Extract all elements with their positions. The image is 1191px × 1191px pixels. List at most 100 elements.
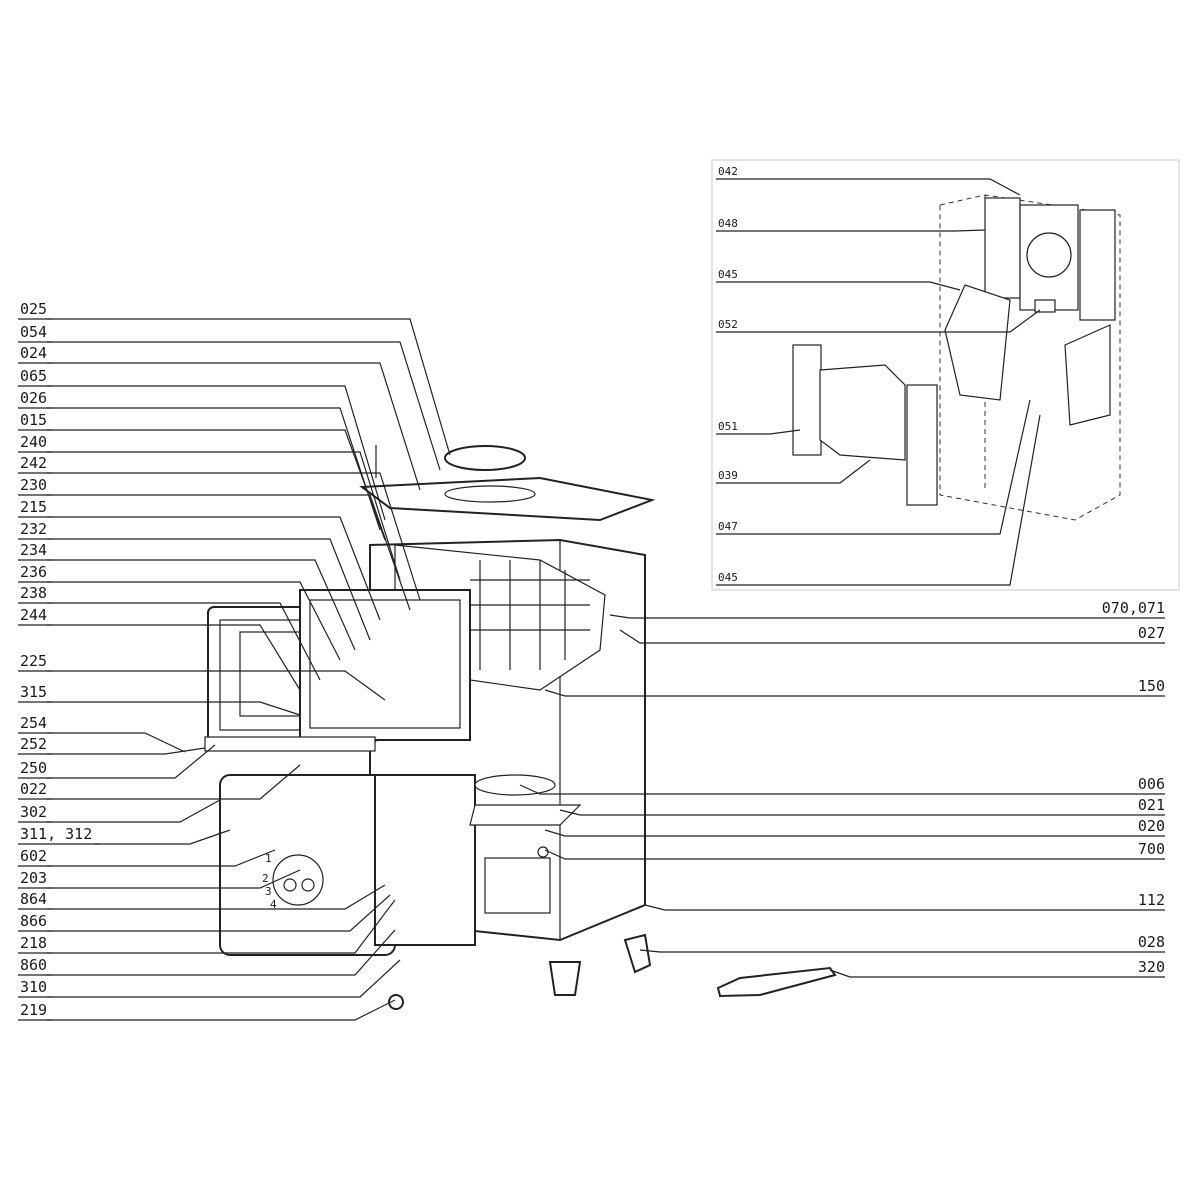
part-label-315: 315 bbox=[18, 683, 301, 716]
part-label-021: 021 bbox=[559, 796, 1165, 816]
leader-line bbox=[46, 516, 381, 621]
leader-line bbox=[46, 559, 356, 651]
part-number: 025 bbox=[20, 300, 47, 318]
leader-line bbox=[46, 341, 441, 471]
part-label-252: 252 bbox=[18, 735, 206, 755]
foot bbox=[548, 961, 582, 996]
part-number: 045 bbox=[718, 268, 738, 281]
part-label-302: 302 bbox=[18, 799, 221, 823]
part-label-022: 022 bbox=[18, 764, 301, 800]
part-number: 240 bbox=[20, 433, 47, 451]
part-label-045: 045 bbox=[716, 414, 1041, 586]
part-label-042: 042 bbox=[716, 165, 1021, 196]
part-number: 310 bbox=[20, 978, 47, 996]
part-label-150: 150 bbox=[544, 677, 1165, 697]
part-label-230: 230 bbox=[18, 476, 411, 611]
part-number: 315 bbox=[20, 683, 47, 701]
lever-handle bbox=[716, 966, 837, 998]
leader-line bbox=[46, 732, 186, 753]
leader-line bbox=[46, 894, 391, 932]
bracket bbox=[623, 933, 652, 974]
leader-line bbox=[46, 929, 396, 976]
leader-line bbox=[46, 999, 396, 1021]
part-label-254: 254 bbox=[18, 714, 186, 753]
leader-line bbox=[46, 884, 386, 910]
part-label-236: 236 bbox=[18, 563, 341, 661]
leader-line bbox=[609, 614, 1165, 619]
part-number: 027 bbox=[1138, 624, 1165, 642]
part-number: 065 bbox=[20, 367, 47, 385]
part-number: 218 bbox=[20, 934, 47, 952]
part-number: 230 bbox=[20, 476, 47, 494]
part-number: 042 bbox=[718, 165, 738, 178]
part-label-244: 244 bbox=[18, 606, 301, 691]
part-number: 302 bbox=[20, 803, 47, 821]
part-label-250: 250 bbox=[18, 744, 216, 779]
flue-cap bbox=[444, 445, 526, 471]
part-label-028: 028 bbox=[639, 933, 1165, 953]
leader-line bbox=[619, 629, 1165, 644]
part-number: 602 bbox=[20, 847, 47, 865]
part-label-052: 052 bbox=[716, 309, 1041, 333]
leader-line bbox=[716, 414, 1041, 586]
leader-line bbox=[46, 899, 396, 954]
part-number: 320 bbox=[1138, 958, 1165, 976]
leader-line bbox=[46, 670, 386, 701]
leader-line bbox=[716, 459, 871, 484]
part-label-026: 026 bbox=[18, 389, 381, 531]
leader-line bbox=[46, 385, 386, 521]
leader-line bbox=[46, 494, 411, 611]
leader-line bbox=[46, 764, 301, 800]
part-label-048: 048 bbox=[716, 217, 986, 232]
leader-line bbox=[46, 472, 421, 601]
leader-line bbox=[94, 829, 231, 845]
part-label-112: 112 bbox=[644, 891, 1165, 911]
knob bbox=[388, 994, 404, 1010]
leader-line bbox=[544, 829, 1165, 837]
leader-line bbox=[559, 809, 1165, 816]
part-label-020: 020 bbox=[544, 817, 1165, 837]
part-number: 028 bbox=[1138, 933, 1165, 951]
part-number: 252 bbox=[20, 735, 47, 753]
grate-plate bbox=[469, 804, 582, 826]
leader-line bbox=[544, 849, 1165, 860]
part-label-051: 051 bbox=[716, 420, 801, 435]
stove-parts bbox=[204, 159, 1180, 1010]
leader-line bbox=[46, 744, 216, 779]
part-number: 250 bbox=[20, 759, 47, 777]
part-number: 866 bbox=[20, 912, 47, 930]
leader-line bbox=[46, 701, 301, 716]
leader-line bbox=[46, 538, 371, 641]
dial-mark: 3 bbox=[265, 885, 272, 898]
part-label-070-071: 070,071 bbox=[609, 599, 1165, 619]
part-number: 238 bbox=[20, 584, 47, 602]
part-number: 112 bbox=[1138, 891, 1165, 909]
leader-line bbox=[46, 624, 301, 691]
leader-line bbox=[46, 318, 451, 456]
part-number: 864 bbox=[20, 890, 47, 908]
part-label-311-312: 311, 312 bbox=[18, 825, 231, 845]
leader-line bbox=[46, 849, 276, 867]
part-label-860: 860 bbox=[18, 929, 396, 976]
leader-line bbox=[46, 602, 321, 681]
part-number: 070,071 bbox=[1102, 599, 1165, 617]
part-number: 006 bbox=[1138, 775, 1165, 793]
part-label-215: 215 bbox=[18, 498, 381, 621]
part-label-024: 024 bbox=[18, 344, 421, 491]
part-label-242: 242 bbox=[18, 454, 421, 601]
leader-line bbox=[544, 689, 1165, 697]
part-label-238: 238 bbox=[18, 584, 321, 681]
part-number: 219 bbox=[20, 1001, 47, 1019]
leader-line bbox=[46, 959, 401, 998]
part-label-218: 218 bbox=[18, 899, 396, 954]
part-number: 026 bbox=[20, 389, 47, 407]
part-label-864: 864 bbox=[18, 884, 386, 910]
part-number: 022 bbox=[20, 780, 47, 798]
leader-line bbox=[716, 429, 801, 435]
part-number: 150 bbox=[1138, 677, 1165, 695]
part-label-234: 234 bbox=[18, 541, 356, 651]
part-number: 052 bbox=[718, 318, 738, 331]
firebrick-inset bbox=[792, 194, 1121, 521]
